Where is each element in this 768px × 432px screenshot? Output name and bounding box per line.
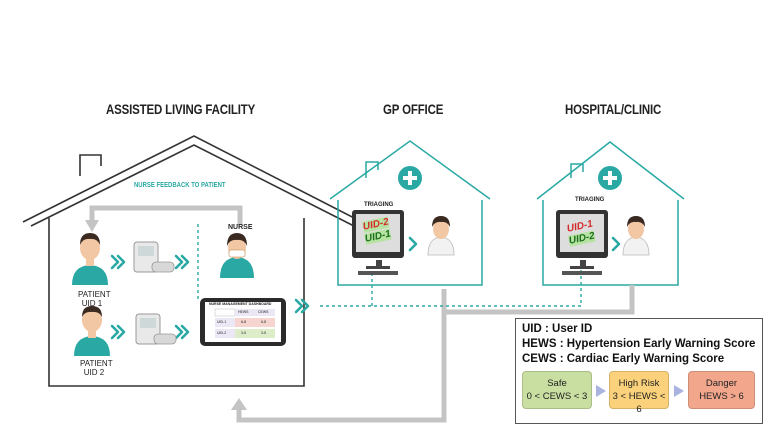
legend-uid: UID : User ID	[522, 323, 593, 335]
legend-high-risk-title: High Risk	[618, 378, 660, 389]
gp-triaging-label: TRIAGING	[364, 202, 394, 208]
legend-safe-box: Safe 0 < CEWS < 3	[522, 371, 592, 409]
return-arrow-head	[231, 398, 247, 410]
dashboard-row-hews: 6-8	[241, 320, 247, 324]
patient-2-label-line2: UID 2	[83, 368, 105, 377]
patient-2-avatar	[74, 306, 110, 356]
nurse-feedback-label: NURSE FEEDBACK TO PATIENT	[134, 182, 226, 189]
nurse-avatar	[220, 233, 254, 278]
legend-arrow-icon	[596, 385, 606, 397]
legend-danger-range: HEWS > 6	[699, 391, 744, 402]
gp-office-house	[329, 140, 491, 286]
bp-monitor-2-icon	[135, 313, 177, 345]
legend-danger-title: Danger	[705, 378, 738, 389]
return-arrow	[236, 285, 635, 423]
dashboard-tablet	[200, 298, 286, 346]
hospital-cross-icon	[598, 166, 622, 190]
patient-1-label-line2: UID 1	[81, 299, 103, 308]
gp-office-title: GP OFFICE	[383, 101, 444, 117]
dashboard-row-cews: 3-5	[261, 331, 267, 335]
dashboard-header-cews: CEWS	[258, 310, 269, 314]
bp-monitor-1-icon	[133, 241, 175, 273]
legend-danger-box: Danger HEWS > 6	[688, 371, 755, 409]
legend-safe-range: 0 < CEWS < 3	[526, 391, 588, 402]
legend-box: UID : User ID HEWS : Hypertension Early …	[515, 318, 763, 424]
hospital-house	[536, 141, 685, 286]
patient-1-label-line1: PATIENT	[78, 290, 111, 299]
legend-safe-title: Safe	[547, 378, 567, 389]
assisted-living-house-outline	[22, 135, 363, 387]
legend-cews: CEWS : Cardiac Early Warning Score	[522, 353, 725, 365]
feedback-arrow	[85, 205, 243, 232]
hospital-doctor-avatar	[622, 216, 650, 256]
assisted-living-title: ASSISTED LIVING FACILITY	[106, 101, 256, 117]
gp-doctor-avatar	[427, 216, 455, 256]
dashboard-header-hews: HEWS	[238, 310, 249, 314]
dashboard-row-uid: UID-1	[217, 320, 227, 324]
dashboard-row-cews: 6-8	[261, 320, 267, 324]
dashboard-row-hews: 3-5	[241, 331, 247, 335]
hospital-triaging-label: TRIAGING	[575, 197, 605, 203]
network-connectors	[197, 224, 582, 307]
legend-arrow-icon	[674, 385, 684, 397]
patient-1-label: PATIENT UID 1	[78, 290, 111, 308]
patient-2-label-line1: PATIENT	[80, 359, 113, 368]
hospital-title: HOSPITAL/CLINIC	[565, 101, 662, 117]
nurse-label: NURSE	[228, 224, 253, 231]
legend-high-risk-box: High Risk 3 < HEWS < 6	[609, 371, 669, 415]
legend-high-risk-range: 3 < HEWS < 6	[612, 391, 666, 415]
dashboard-title: NURSE MANAGEMENT DASHBOARD	[209, 302, 272, 306]
gp-cross-icon	[398, 166, 422, 190]
patient-2-label: PATIENT UID 2	[80, 359, 113, 377]
dashboard-row-uid: UID-2	[217, 331, 227, 335]
legend-hews: HEWS : Hypertension Early Warning Score	[522, 338, 756, 350]
chevron-icons	[110, 236, 621, 340]
patient-1-avatar	[72, 233, 108, 285]
